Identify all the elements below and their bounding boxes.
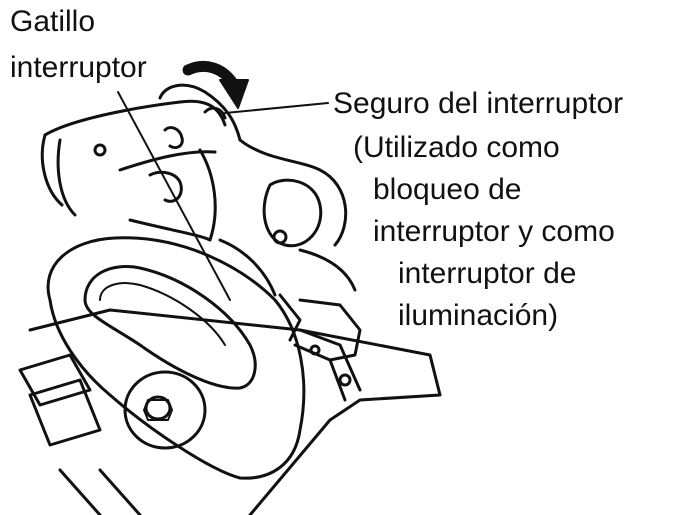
lock-label-line-1: Seguro del interruptor bbox=[333, 87, 624, 120]
lock-label-line-4: interruptor y como bbox=[373, 215, 615, 248]
base-plate bbox=[18, 308, 442, 515]
lock-label-line-6: iluminación) bbox=[398, 299, 559, 332]
lock-label-line-3: bloqueo de bbox=[373, 173, 522, 206]
trigger-leader-line bbox=[117, 91, 231, 301]
blade-guard bbox=[46, 236, 306, 480]
lock-label-line-2: (Utilizado como bbox=[353, 131, 560, 164]
blade-arbor bbox=[123, 370, 207, 450]
lock-label-line-5: interruptor de bbox=[398, 257, 577, 290]
motor-housing bbox=[40, 83, 362, 387]
curved-arrow-icon bbox=[182, 61, 249, 109]
trigger-switch bbox=[148, 106, 227, 203]
trigger-label-line-1: Gatillo bbox=[10, 5, 96, 38]
lock-leader-line bbox=[224, 102, 329, 114]
trigger-label-line-2: interruptor bbox=[10, 51, 147, 84]
